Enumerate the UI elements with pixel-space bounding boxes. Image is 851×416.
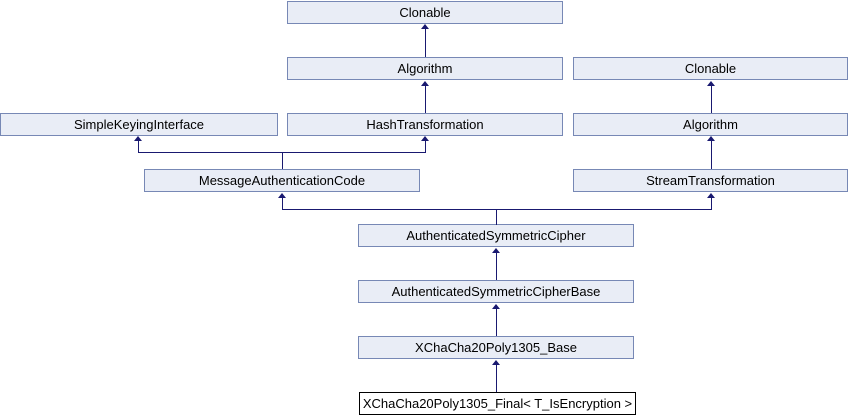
edge-xchachabase-to-ascbase-line [496, 308, 497, 336]
node-xchacha20poly1305-final: XChaCha20Poly1305_Final< T_IsEncryption … [359, 392, 636, 415]
edge-xchachabase-to-ascbase-arrowhead [492, 304, 500, 309]
edge-asc-to-mac-riser [282, 197, 283, 210]
node-stream-transformation[interactable]: StreamTransformation [573, 169, 848, 192]
node-xchacha20poly1305-base[interactable]: XChaCha20Poly1305_Base [358, 336, 634, 359]
edge-mac-to-simple-keying-interface-riser [138, 140, 139, 153]
edge-mac-to-simple-keying-interface-arrowhead [134, 136, 142, 141]
edge-asc-to-stream-transformation-riser [711, 197, 712, 210]
edge-algorithm-left-to-clonable-top-arrowhead [421, 24, 429, 29]
node-clonable-top[interactable]: Clonable [287, 1, 563, 24]
edge-hash-transformation-to-algorithm-left-line [425, 85, 426, 113]
edge-algorithm-right-to-clonable-right-arrowhead [707, 81, 715, 86]
edge-asc-to-mac-arrowhead [278, 193, 286, 198]
node-authenticated-symmetric-cipher[interactable]: AuthenticatedSymmetricCipher [358, 224, 634, 247]
node-algorithm-right[interactable]: Algorithm [573, 113, 848, 136]
edge-asc-to-stream-transformation-arrowhead [707, 193, 715, 198]
edge-mac-to-hash-transformation-riser [425, 140, 426, 153]
node-message-authentication-code[interactable]: MessageAuthenticationCode [144, 169, 420, 192]
node-simple-keying-interface[interactable]: SimpleKeyingInterface [0, 113, 278, 136]
edge-hash-transformation-to-algorithm-left-arrowhead [421, 81, 429, 86]
node-clonable-right[interactable]: Clonable [573, 57, 848, 80]
edge-ascbase-to-asc-line [496, 252, 497, 280]
node-hash-transformation[interactable]: HashTransformation [287, 113, 563, 136]
edge-asc-parents-stem [496, 209, 497, 225]
edge-xchachafinal-to-xchachabase-arrowhead [492, 360, 500, 365]
edge-mac-to-hash-transformation-arrowhead [421, 136, 429, 141]
node-algorithm-left[interactable]: Algorithm [287, 57, 563, 80]
node-authenticated-symmetric-cipher-base[interactable]: AuthenticatedSymmetricCipherBase [358, 280, 634, 303]
edge-stream-transformation-to-algorithm-right-line [711, 140, 712, 169]
edge-ascbase-to-asc-arrowhead [492, 248, 500, 253]
edge-xchachafinal-to-xchachabase-line [496, 364, 497, 392]
edge-algorithm-right-to-clonable-right-line [711, 85, 712, 113]
edge-stream-transformation-to-algorithm-right-arrowhead [707, 136, 715, 141]
edge-asc-parents-horizontal-line [282, 209, 712, 210]
edge-mac-parents-stem [282, 152, 283, 169]
edge-algorithm-left-to-clonable-top-line [425, 28, 426, 57]
